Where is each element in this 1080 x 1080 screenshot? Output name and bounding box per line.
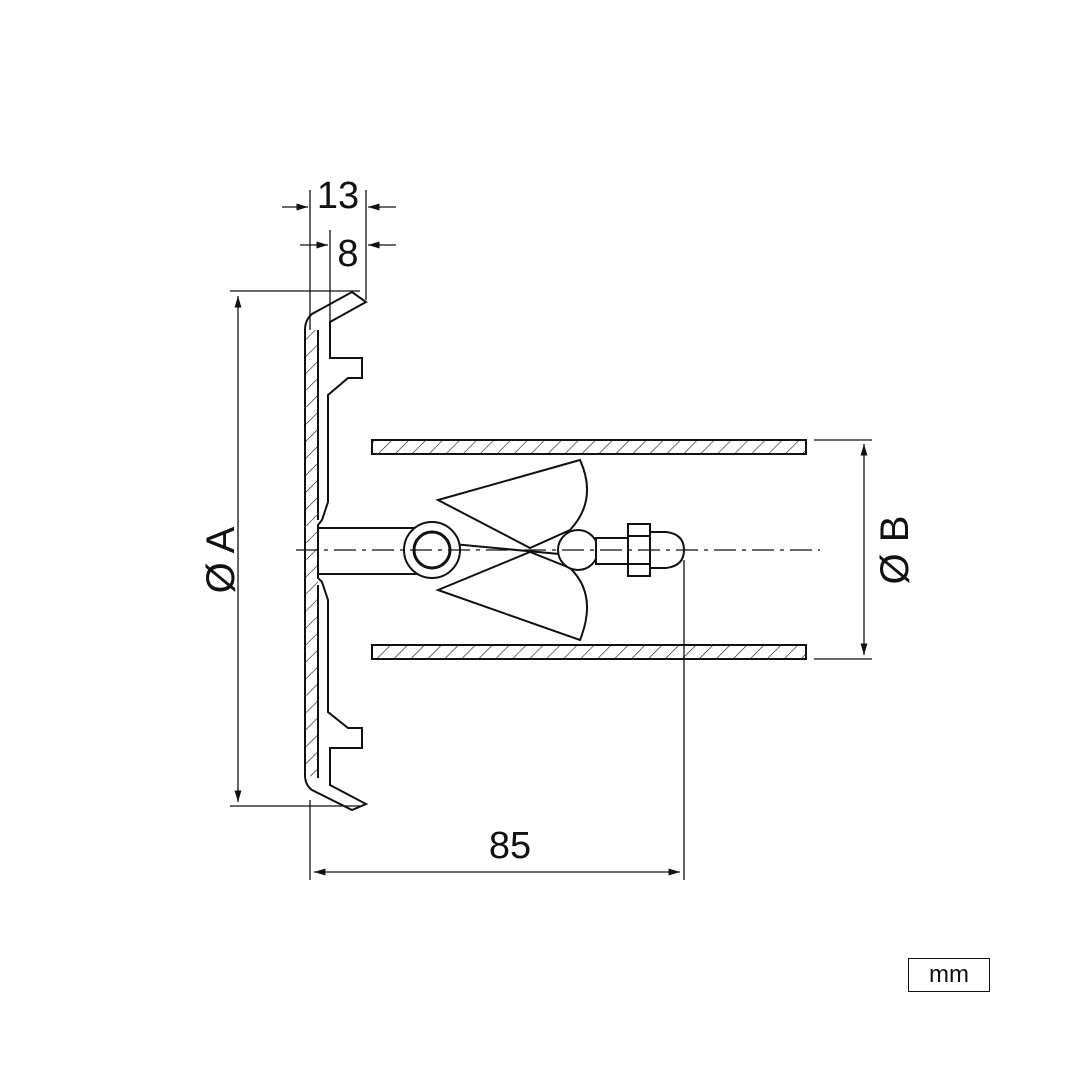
dimension-13-label: 13 [317, 175, 359, 217]
dimension-85-label: 85 [489, 825, 531, 867]
dimension-diameter-b-label: Ø B [873, 516, 917, 585]
tube-section [371, 439, 807, 660]
dimension-8-label: 8 [337, 233, 358, 275]
dimension-diameter-a [230, 290, 360, 807]
units-label: mm [908, 958, 990, 992]
dimension-8 [300, 230, 396, 322]
dimension-13 [282, 190, 396, 330]
dimension-diameter-a-label: Ø A [199, 526, 243, 593]
dimension-85 [309, 560, 685, 880]
bolt-shaft [317, 527, 419, 575]
dimension-diameter-b [814, 439, 872, 660]
